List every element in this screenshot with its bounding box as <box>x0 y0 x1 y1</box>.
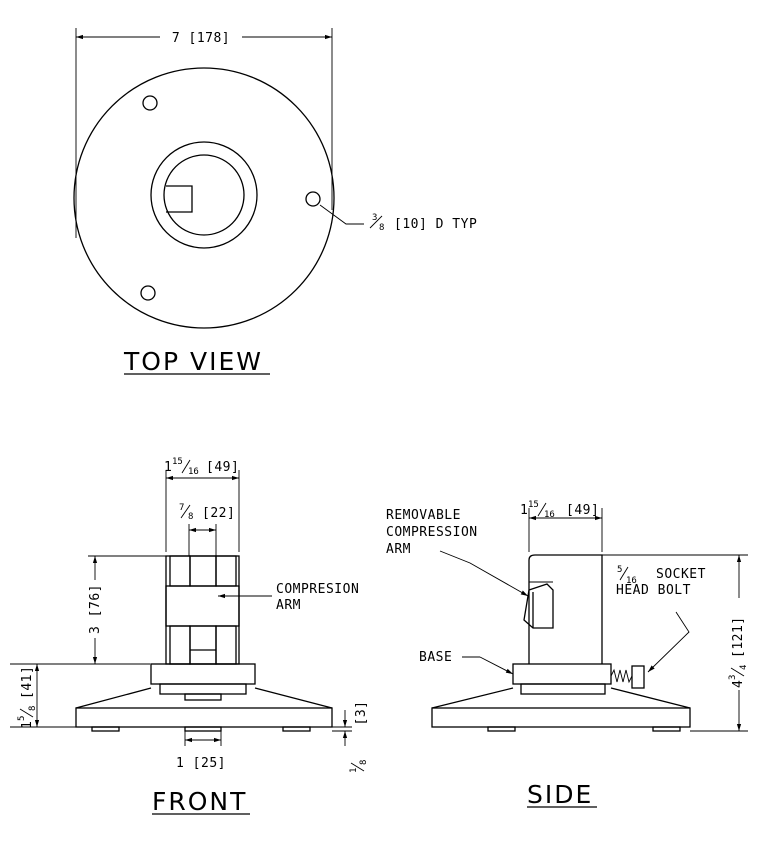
base-leader <box>479 656 514 675</box>
compression-arm <box>165 585 240 627</box>
mounting-hole <box>305 191 321 207</box>
side-body <box>528 554 603 664</box>
mounting-hole <box>142 95 158 111</box>
foot <box>91 726 120 732</box>
foot <box>652 726 681 732</box>
base-plate <box>431 707 691 728</box>
svg-text:3: 3 <box>728 675 738 680</box>
svg-text:8: 8 <box>359 760 369 765</box>
base-neck <box>520 683 606 695</box>
svg-text:[41]: [41] <box>20 666 35 699</box>
svg-text:1: 1 <box>349 768 359 773</box>
side-view-title: SIDE <box>527 780 593 809</box>
removable-arm <box>523 583 554 629</box>
base-plate <box>75 707 333 728</box>
svg-text:3: 3 <box>372 213 377 223</box>
hole-note-text: [10] D TYP <box>394 217 477 232</box>
svg-text:16: 16 <box>188 467 199 477</box>
key-slot <box>166 185 193 213</box>
removable-label-2: COMPRESSION <box>386 525 478 540</box>
base-collar <box>150 663 256 685</box>
foot <box>282 726 311 732</box>
svg-text:15: 15 <box>528 500 539 510</box>
foot <box>184 726 222 732</box>
bolt-leader <box>647 611 690 673</box>
dim-width-text: 1 15 16 [49] <box>520 500 599 520</box>
arm-block-cell <box>189 625 217 665</box>
bolt-thread <box>610 668 633 684</box>
svg-text:1: 1 <box>520 503 528 518</box>
svg-text:1: 1 <box>164 460 172 475</box>
svg-text:5: 5 <box>617 565 622 575</box>
base-disc-outline <box>73 67 335 329</box>
removable-label-3: ARM <box>386 542 411 557</box>
svg-text:8: 8 <box>28 706 38 711</box>
foot <box>487 726 516 732</box>
base-label: BASE <box>419 650 452 665</box>
base-stem <box>184 693 222 701</box>
front-view-title: FRONT <box>152 787 247 816</box>
arm-label-line1: COMPRESION <box>276 582 359 597</box>
svg-text:7: 7 <box>179 503 184 513</box>
svg-text:4: 4 <box>739 665 749 670</box>
front-view: 1 15 16 [49] 7 8 [22] 3 [76] 1 5 8 [4 <box>10 457 369 816</box>
mounting-hole <box>140 285 156 301</box>
svg-text:HEAD BOLT: HEAD BOLT <box>616 583 691 598</box>
base-collar <box>512 663 612 685</box>
dim-foot-h-frac: 1 8 <box>349 760 369 773</box>
svg-text:5: 5 <box>17 716 27 721</box>
hole-leader <box>319 204 364 225</box>
bolt-callout: 5 16 SOCKET HEAD BOLT <box>616 565 706 598</box>
hub-inner-circle <box>163 154 245 236</box>
svg-text:15: 15 <box>172 457 183 467</box>
dim-diameter-text: 7 [178] <box>172 31 230 46</box>
base-neck <box>159 683 247 695</box>
svg-text:1: 1 <box>20 721 35 729</box>
hole-callout: 3 8 [10] D TYP <box>369 213 477 233</box>
dim-base-text: 1 5 8 [41] <box>17 666 38 729</box>
svg-text:[49]: [49] <box>566 503 599 518</box>
arm-block-cell <box>169 625 191 665</box>
svg-text:4: 4 <box>731 680 746 688</box>
svg-text:SOCKET: SOCKET <box>656 567 706 582</box>
dim-height-text: 3 [76] <box>88 584 103 634</box>
arm-block-outline <box>165 555 240 665</box>
dim-slot-text: 7 8 [22] <box>179 503 235 522</box>
svg-text:[121]: [121] <box>731 616 746 658</box>
dim-total-text: 4 3 4 [121] <box>728 616 749 688</box>
arm-label-line2: ARM <box>276 598 301 613</box>
removable-label-1: REMOVABLE <box>386 508 461 523</box>
dim-foot-h-mm: [3] <box>354 701 369 726</box>
arm-block-cell <box>215 555 237 587</box>
socket-head-bolt <box>631 665 645 689</box>
side-view: 1 15 16 [49] REMOVABLE COMPRESSION ARM 5… <box>386 500 749 809</box>
dim-foot-text: 1 [25] <box>176 756 226 771</box>
svg-text:8: 8 <box>379 223 384 233</box>
svg-text:8: 8 <box>188 512 193 522</box>
svg-text:[22]: [22] <box>202 506 235 521</box>
arm-block-cell <box>215 625 237 665</box>
arm-block-cell <box>169 555 191 587</box>
top-view: 7 [178] 3 8 [10] D TYP TOP VIEW <box>73 28 477 376</box>
dim-width-text: 1 15 16 [49] <box>164 457 239 477</box>
svg-text:[49]: [49] <box>206 460 239 475</box>
top-view-title: TOP VIEW <box>123 347 263 376</box>
removable-arm-leader <box>439 550 529 597</box>
hub-outer-circle <box>150 141 258 249</box>
svg-text:16: 16 <box>626 576 637 586</box>
arm-block-cell <box>189 555 217 587</box>
svg-text:16: 16 <box>544 510 555 520</box>
